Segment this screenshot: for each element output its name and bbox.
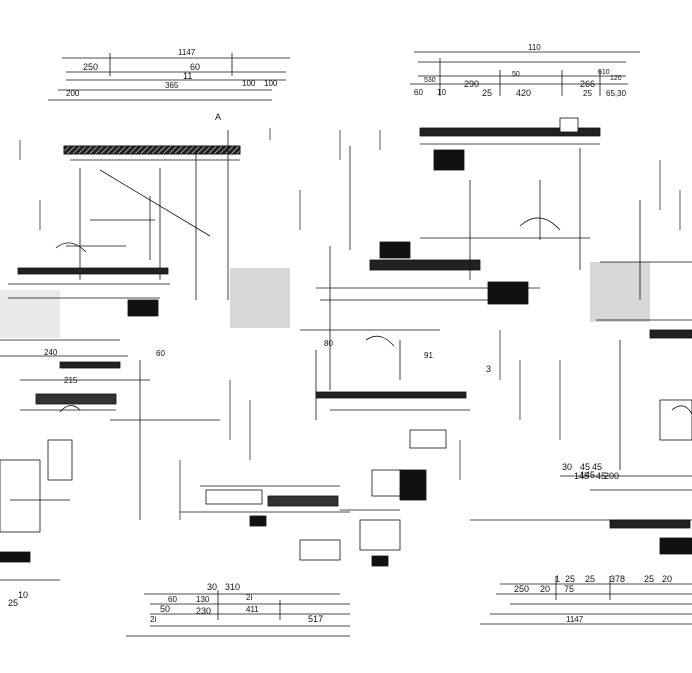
dimension-block-bottom-center xyxy=(126,590,350,637)
dim-bottom-center-2c: 2i xyxy=(246,593,252,602)
dim-top-right-2a: 530 xyxy=(424,77,436,84)
dim-bottom-center-4: 2i xyxy=(150,615,156,624)
detail-center-bottom xyxy=(180,485,401,567)
dim-top-left-3: 11 xyxy=(183,71,192,81)
dim-top-right-2b: 50 xyxy=(512,71,520,78)
dim-top-right-3f: 266 xyxy=(580,79,595,89)
label-left-edge-b: 10 xyxy=(18,590,28,600)
dim-top-left-2b: 60 xyxy=(190,62,200,72)
detail-right-lower xyxy=(470,261,692,555)
dim-top-right-1: 110 xyxy=(528,43,541,52)
dim-bottom-right-1d: 378 xyxy=(610,574,625,584)
detail-left-lower xyxy=(0,339,220,581)
dim-top-right-3g: 25 xyxy=(583,89,592,98)
dim-bottom-right-2a: 250 xyxy=(514,584,529,594)
dimension-block-bottom-right xyxy=(480,576,692,625)
label-right-mid-d: 45 xyxy=(592,462,602,472)
dim-bottom-center-1b: 310 xyxy=(225,582,240,592)
dim-bottom-right-1b: 25 xyxy=(565,574,575,584)
dim-bottom-right-1a: 1 xyxy=(555,574,560,584)
dim-top-right-3b: 10 xyxy=(437,88,446,97)
dim-top-left-4b: 100 xyxy=(242,79,256,88)
label-right-mid-g: 200 xyxy=(604,471,619,481)
dim-top-right-3c: 290 xyxy=(464,79,479,89)
dim-bottom-right-1e: 25 xyxy=(644,574,654,584)
dim-top-left-1: 1147 xyxy=(178,48,196,57)
dim-bottom-right-2c: 75 xyxy=(564,584,574,594)
label-right-mid-c: 45 xyxy=(580,462,590,472)
dim-top-left-4a: 365 xyxy=(165,81,179,90)
dim-bottom-right-1c: 25 xyxy=(585,574,595,584)
label-center-b: 91 xyxy=(424,351,433,360)
dim-top-right-3e: 420 xyxy=(516,88,531,98)
label-left-mid-b: 60 xyxy=(156,349,165,358)
label-left-mid-c: 215 xyxy=(64,376,78,385)
dim-top-right-3a: 60 xyxy=(414,88,423,97)
section-mark-a: A xyxy=(215,112,221,122)
dim-top-right-3h: 65,30 xyxy=(606,89,627,98)
label-center-a: 80 xyxy=(324,339,333,348)
dim-bottom-center-2a: 60 xyxy=(168,595,177,604)
dim-top-right-3d: 25 xyxy=(482,88,492,98)
label-right-mid-b: 145 xyxy=(580,470,595,480)
label-center-c: 3 xyxy=(486,364,491,374)
label-left-mid-a: 240 xyxy=(44,348,58,357)
dim-top-left-2a: 250 xyxy=(83,62,98,72)
dim-bottom-center-2b: 130 xyxy=(196,595,210,604)
label-right-mid-f: 45 xyxy=(596,471,606,481)
label-left-edge-a: 25 xyxy=(8,598,18,608)
dim-bottom-center-3d: 517 xyxy=(308,614,323,624)
detail-left-upper xyxy=(8,130,241,317)
detail-right-upper xyxy=(419,117,641,300)
detail-center xyxy=(300,146,540,501)
dim-bottom-right-3: 1147 xyxy=(566,615,584,624)
dim-top-right-2d: 120 xyxy=(610,75,622,82)
dim-bottom-center-1a: 30 xyxy=(207,582,217,592)
dim-bottom-right-2b: 20 xyxy=(540,584,550,594)
label-right-mid-a: 30 xyxy=(562,462,572,472)
dim-top-right-2c: 610 xyxy=(598,69,610,76)
drawing-ticks xyxy=(19,128,681,520)
dimension-block-top-left xyxy=(48,53,290,101)
dimension-block-top-right xyxy=(410,51,640,96)
dim-bottom-center-3c: 411 xyxy=(246,605,259,614)
dim-top-left-4c: 100 xyxy=(264,79,278,88)
label-right-mid-e: 145 xyxy=(574,471,589,481)
dim-bottom-center-3a: 50 xyxy=(160,604,170,614)
dim-top-left-5: 200 xyxy=(66,89,80,98)
dim-bottom-center-3b: 230 xyxy=(196,606,211,616)
dim-bottom-right-1f: 20 xyxy=(662,574,672,584)
